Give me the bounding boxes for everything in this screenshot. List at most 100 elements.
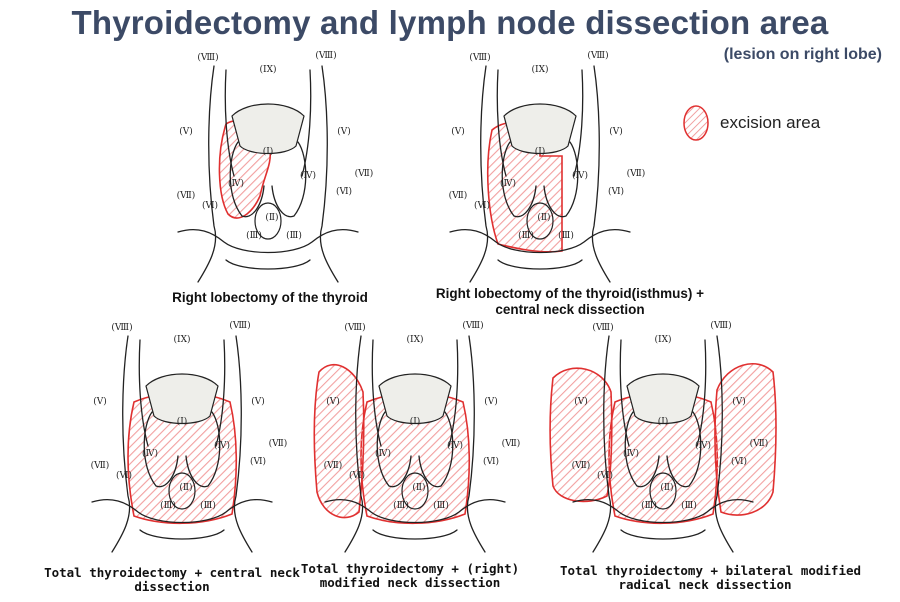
region-label-ii: (Ⅱ) xyxy=(265,212,278,223)
region-label-viii: (Ⅷ) xyxy=(344,322,365,333)
region-label-viii: (Ⅷ) xyxy=(469,52,490,63)
page-title: Thyroidectomy and lymph node dissection … xyxy=(71,4,829,41)
region-label-ii: (Ⅱ) xyxy=(179,482,192,493)
neck-outline xyxy=(496,69,507,177)
caption-line: Total thyroidectomy + central neck xyxy=(44,565,300,580)
neck-outline xyxy=(624,411,660,488)
region-label-iii: (Ⅲ) xyxy=(246,230,262,241)
diagram-panel-right-lobectomy-isthmus-central: (IX)(Ⅷ)(Ⅷ)(Ⅴ)(Ⅴ)(Ⅶ)(Ⅶ)(Ⅵ)(Ⅵ)(Ⅰ)(Ⅳ)(Ⅳ)(Ⅱ)… xyxy=(440,46,645,286)
neck-outline xyxy=(91,498,273,524)
neck-diagram: (IX)(Ⅷ)(Ⅷ)(Ⅴ)(Ⅴ)(Ⅶ)(Ⅶ)(Ⅵ)(Ⅵ)(Ⅰ)(Ⅳ)(Ⅳ)(Ⅱ)… xyxy=(177,50,373,283)
region-label-viii: (Ⅷ) xyxy=(587,50,608,61)
larynx xyxy=(145,373,219,425)
region-label-viii: (Ⅷ) xyxy=(111,322,132,333)
region-label-iv: (Ⅳ) xyxy=(375,448,391,459)
neck-outline xyxy=(466,335,486,553)
caption-right-lobectomy-isthmus-central: Right lobectomy of the thyroid(isthmus) … xyxy=(400,286,740,317)
neck-outline xyxy=(319,65,339,283)
neck-diagram: (IX)(Ⅷ)(Ⅷ)(Ⅴ)(Ⅴ)(Ⅶ)(Ⅶ)(Ⅵ)(Ⅵ)(Ⅰ)(Ⅳ)(Ⅳ)(Ⅱ)… xyxy=(549,320,777,553)
caption-line: modified neck dissection xyxy=(319,575,501,591)
region-label-iv: (Ⅳ) xyxy=(228,178,244,189)
region-label-vi: (Ⅵ) xyxy=(731,456,747,467)
neck-outline xyxy=(197,65,217,283)
neck-outline xyxy=(572,498,754,524)
region-label-vii: (Ⅶ) xyxy=(572,460,591,471)
diagram-panel-total-right-modified: (IX)(Ⅷ)(Ⅷ)(Ⅴ)(Ⅴ)(Ⅶ)(Ⅶ)(Ⅵ)(Ⅵ)(Ⅰ)(Ⅳ)(Ⅳ)(Ⅱ)… xyxy=(300,316,530,556)
region-label-iii: (Ⅲ) xyxy=(641,500,657,511)
caption-line: radical neck dissection xyxy=(618,577,792,593)
region-label-vi: (Ⅵ) xyxy=(483,456,499,467)
region-label-ix: (IX) xyxy=(174,334,191,345)
neck-outline xyxy=(185,411,221,488)
neck-outline xyxy=(696,339,707,447)
caption-right-lobectomy: Right lobectomy of the thyroid xyxy=(130,290,410,306)
region-label-viii: (Ⅷ) xyxy=(315,50,336,61)
caption-line: Right lobectomy of the thyroid(isthmus) … xyxy=(435,286,705,301)
excision-area xyxy=(313,363,365,519)
neck-outline xyxy=(229,141,265,218)
excision-area xyxy=(549,367,613,503)
region-label-vi: (Ⅵ) xyxy=(116,470,132,481)
region-label-vii: (Ⅶ) xyxy=(91,460,110,471)
region-label-iv: (Ⅳ) xyxy=(500,178,516,189)
region-label-vi: (Ⅵ) xyxy=(250,456,266,467)
region-label-iv: (Ⅳ) xyxy=(142,448,158,459)
region-label-vii: (Ⅶ) xyxy=(324,460,343,471)
neck-outline xyxy=(301,69,312,177)
region-label-iv: (Ⅳ) xyxy=(623,448,639,459)
region-label-iv: (Ⅳ) xyxy=(214,440,230,451)
region-label-viii: (Ⅷ) xyxy=(710,320,731,331)
neck-outline xyxy=(573,69,584,177)
neck-outline xyxy=(619,339,630,447)
region-label-vii: (Ⅶ) xyxy=(355,168,374,179)
diagram-panel-total-central: (IX)(Ⅷ)(Ⅷ)(Ⅴ)(Ⅴ)(Ⅶ)(Ⅶ)(Ⅵ)(Ⅵ)(Ⅰ)(Ⅳ)(Ⅳ)(Ⅱ)… xyxy=(82,316,287,556)
larynx xyxy=(626,373,700,425)
legend: excision area xyxy=(682,104,882,144)
region-label-v: (Ⅴ) xyxy=(337,126,351,137)
region-label-iv: (Ⅳ) xyxy=(572,170,588,181)
neck-outline xyxy=(372,529,458,540)
neck-outline xyxy=(271,141,307,218)
region-label-ix: (IX) xyxy=(532,64,549,75)
region-label-iii: (Ⅲ) xyxy=(681,500,697,511)
caption-line: Right lobectomy of the thyroid xyxy=(172,290,368,305)
region-label-v: (Ⅴ) xyxy=(251,396,265,407)
region-label-v: (Ⅴ) xyxy=(609,126,623,137)
larynx xyxy=(231,103,305,155)
region-label-iii: (Ⅲ) xyxy=(518,230,534,241)
trachea xyxy=(526,202,554,240)
region-label-iii: (Ⅲ) xyxy=(433,500,449,511)
neck-outline xyxy=(233,335,253,553)
region-label-iv: (Ⅳ) xyxy=(447,440,463,451)
region-label-v: (Ⅴ) xyxy=(732,396,746,407)
region-label-ix: (IX) xyxy=(655,334,672,345)
caption-total-central: Total thyroidectomy + central neck disse… xyxy=(42,565,302,595)
region-label-viii: (Ⅷ) xyxy=(462,320,483,331)
legend-label: excision area xyxy=(720,113,821,132)
excision-area xyxy=(714,363,777,516)
neck-outline xyxy=(449,228,631,254)
region-label-vi: (Ⅵ) xyxy=(597,470,613,481)
region-label-i: (Ⅰ) xyxy=(658,416,669,427)
neck-outline xyxy=(543,141,579,218)
region-label-vi: (Ⅵ) xyxy=(608,186,624,197)
neck-diagram: (IX)(Ⅷ)(Ⅷ)(Ⅴ)(Ⅴ)(Ⅶ)(Ⅶ)(Ⅵ)(Ⅵ)(Ⅰ)(Ⅳ)(Ⅳ)(Ⅱ)… xyxy=(449,50,645,283)
neck-outline xyxy=(666,411,702,488)
caption-line: central neck dissection xyxy=(495,301,645,317)
region-label-vii: (Ⅶ) xyxy=(269,438,288,449)
neck-diagram: (IX)(Ⅷ)(Ⅷ)(Ⅴ)(Ⅴ)(Ⅶ)(Ⅶ)(Ⅵ)(Ⅵ)(Ⅰ)(Ⅳ)(Ⅳ)(Ⅱ)… xyxy=(313,320,521,553)
caption-line: Total thyroidectomy + bilateral modified xyxy=(560,563,862,578)
neck-outline xyxy=(371,339,382,447)
neck-outline xyxy=(714,335,734,553)
region-label-vii: (Ⅶ) xyxy=(502,438,521,449)
neck-outline xyxy=(139,529,225,540)
region-label-vii: (Ⅶ) xyxy=(627,168,646,179)
neck-outline xyxy=(138,339,149,447)
neck-outline xyxy=(591,65,611,283)
neck-outline xyxy=(376,411,412,488)
region-label-v: (Ⅴ) xyxy=(179,126,193,137)
neck-outline xyxy=(448,339,459,447)
caption-line: dissection xyxy=(134,579,210,595)
region-label-iii: (Ⅲ) xyxy=(286,230,302,241)
region-label-ii: (Ⅱ) xyxy=(537,212,550,223)
